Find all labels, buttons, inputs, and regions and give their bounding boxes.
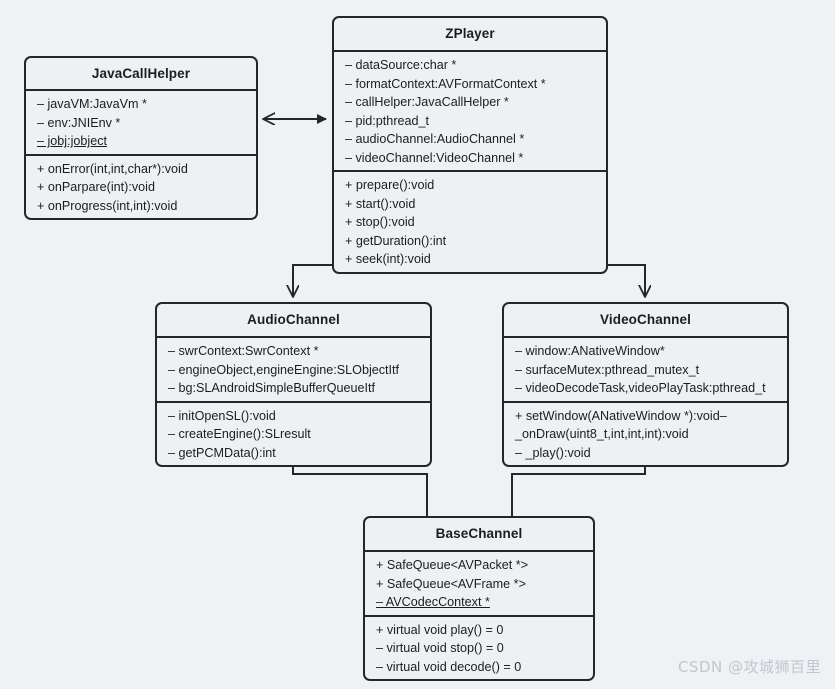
class-box-javacallhelper[interactable]: JavaCallHelper – javaVM:JavaVm * – env:J…: [24, 56, 258, 220]
attribute-line: – engineObject,engineEngine:SLObjectItf: [168, 362, 400, 377]
class-title-videochannel: VideoChannel: [504, 304, 787, 338]
method-line: + seek(int):void: [345, 252, 431, 266]
attributes-section-basechannel: + SafeQueue<AVPacket *> + SafeQueue<AVFr…: [365, 552, 593, 617]
attribute-line: + SafeQueue<AVPacket *>: [376, 558, 529, 572]
attribute-line: – formatContext:AVFormatContext *: [345, 76, 546, 91]
class-title-javacallhelper: JavaCallHelper: [26, 58, 256, 91]
attributes-section-javacallhelper: – javaVM:JavaVm * – env:JNIEnv * – jobj:…: [26, 91, 256, 156]
attribute-line: – bg:SLAndroidSimpleBufferQueueItf: [168, 381, 375, 395]
attribute-line: – pid:pthread_t: [345, 113, 430, 128]
class-title-audiochannel: AudioChannel: [157, 304, 430, 338]
methods-section-javacallhelper: + onError(int,int,char*):void + onParpar…: [26, 156, 256, 219]
attribute-line: + SafeQueue<AVFrame *>: [376, 576, 526, 591]
method-line: – virtual void decode() = 0: [376, 659, 522, 674]
methods-section-zplayer: + prepare():void + start():void + stop()…: [334, 172, 606, 272]
attribute-line: – videoDecodeTask,videoPlayTask:pthread_…: [515, 381, 766, 395]
method-line: + virtual void play() = 0: [376, 622, 504, 637]
attribute-line: – surfaceMutex:pthread_mutex_t: [515, 362, 700, 377]
attribute-line: – callHelper:JavaCallHelper *: [345, 95, 509, 109]
methods-section-audiochannel: – initOpenSL():void – createEngine():SLr…: [157, 403, 430, 466]
method-line: – createEngine():SLresult: [168, 427, 311, 441]
attributes-section-videochannel: – window:ANativeWindow* – surfaceMutex:p…: [504, 338, 787, 403]
class-title-zplayer: ZPlayer: [334, 18, 606, 52]
method-line: – initOpenSL():void: [168, 408, 276, 423]
attribute-line: – jobj:jobject: [37, 134, 108, 148]
class-box-zplayer[interactable]: ZPlayer – dataSource:char * – formatCont…: [332, 16, 608, 274]
attribute-line: – javaVM:JavaVm *: [37, 97, 147, 111]
methods-section-videochannel: + setWindow(ANativeWindow *):void– _onDr…: [504, 403, 787, 466]
method-line: + onProgress(int,int):void: [37, 198, 178, 213]
method-line: + onParpare(int):void: [37, 180, 155, 194]
method-line: + getDuration():int: [345, 233, 447, 248]
attribute-line: – dataSource:char *: [345, 58, 457, 72]
method-line: + onError(int,int,char*):void: [37, 161, 188, 176]
class-box-videochannel[interactable]: VideoChannel – window:ANativeWindow* – s…: [502, 302, 789, 467]
method-line: – getPCMData():int: [168, 445, 276, 460]
method-line: + setWindow(ANativeWindow *):void–: [515, 408, 727, 423]
attribute-line: – audioChannel:AudioChannel *: [345, 132, 525, 146]
method-line: – _play():void: [515, 445, 591, 460]
class-box-basechannel[interactable]: BaseChannel + SafeQueue<AVPacket *> + Sa…: [363, 516, 595, 681]
attributes-section-zplayer: – dataSource:char * – formatContext:AVFo…: [334, 52, 606, 172]
method-line: + stop():void: [345, 215, 415, 229]
attribute-line: – videoChannel:VideoChannel *: [345, 150, 524, 165]
attribute-line: – env:JNIEnv *: [37, 115, 121, 130]
csdn-watermark: CSDN @攻城狮百里: [677, 658, 821, 676]
method-line: – virtual void stop() = 0: [376, 641, 504, 655]
attributes-section-audiochannel: – swrContext:SwrContext * – engineObject…: [157, 338, 430, 403]
methods-section-basechannel: + virtual void play() = 0 – virtual void…: [365, 617, 593, 680]
class-box-audiochannel[interactable]: AudioChannel – swrContext:SwrContext * –…: [155, 302, 432, 467]
method-line: + start():void: [345, 196, 416, 211]
attribute-line: – AVCodecContext *: [376, 595, 490, 609]
attribute-line: – swrContext:SwrContext *: [168, 344, 319, 358]
method-line: + prepare():void: [345, 178, 435, 192]
attribute-line: – window:ANativeWindow*: [515, 344, 665, 358]
method-line: _onDraw(uint8_t,int,int,int):void: [515, 427, 689, 441]
class-title-basechannel: BaseChannel: [365, 518, 593, 552]
